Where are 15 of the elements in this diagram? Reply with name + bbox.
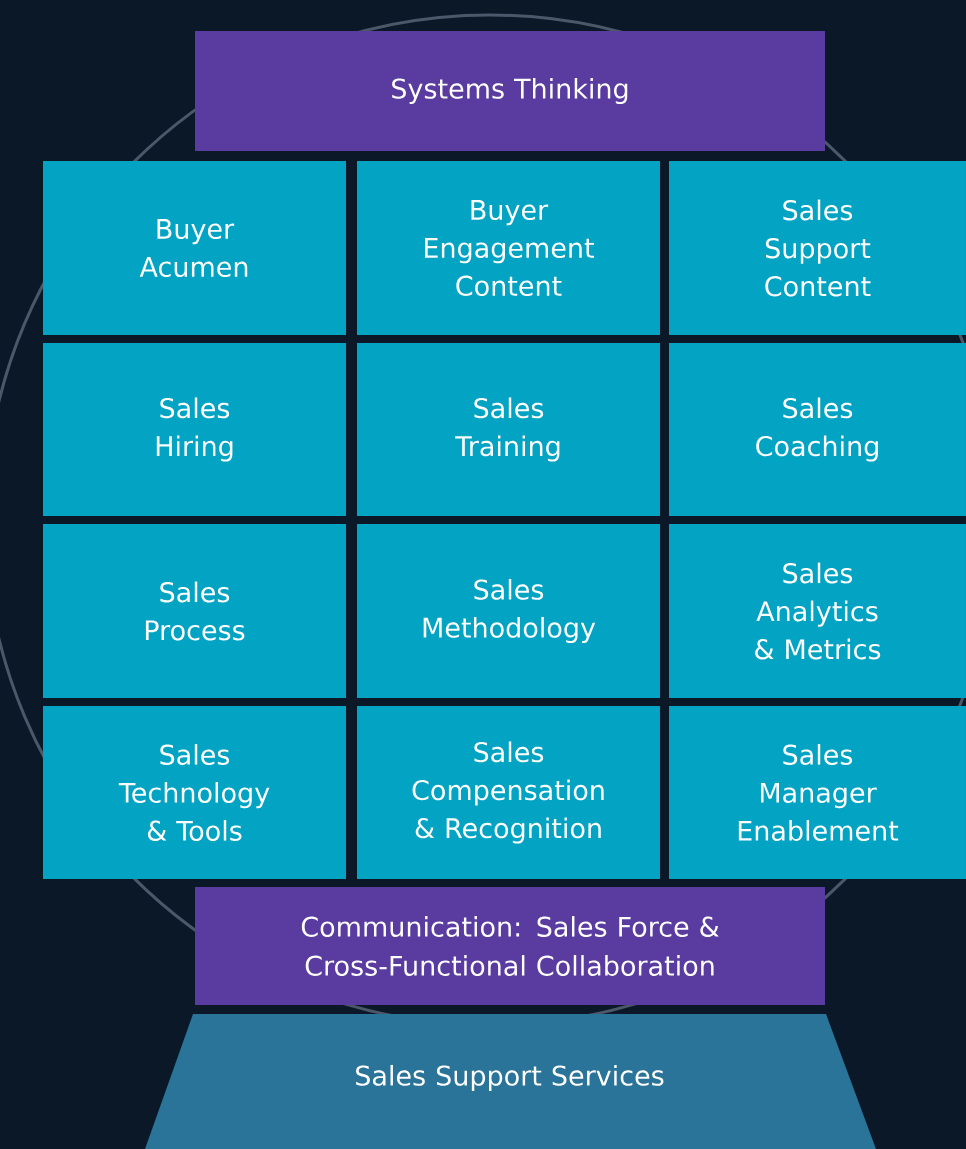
grid-cell: Sales Manager Enablement	[669, 706, 966, 879]
title-band: Communication: Sales Force & Cross-Functional Collaboration	[195, 887, 825, 1005]
title-band: Systems Thinking	[195, 31, 825, 151]
grid-cell: Buyer Acumen	[43, 161, 346, 335]
grid-cell: Sales Process	[43, 524, 346, 698]
grid-cell: Sales Compensation & Recognition	[357, 706, 660, 879]
grid-cell: Sales Coaching	[669, 343, 966, 516]
grid-cell: Sales Methodology	[357, 524, 660, 698]
grid-cell: Sales Analytics & Metrics	[669, 524, 966, 698]
grid-cell: Buyer Engagement Content	[357, 161, 660, 335]
grid-cell: Sales Technology & Tools	[43, 706, 346, 879]
grid-cell: Sales Training	[357, 343, 660, 516]
grid-cell: Sales Support Content	[669, 161, 966, 335]
base-trapezoid: Sales Support Services	[145, 1014, 876, 1149]
grid-cell: Sales Hiring	[43, 343, 346, 516]
